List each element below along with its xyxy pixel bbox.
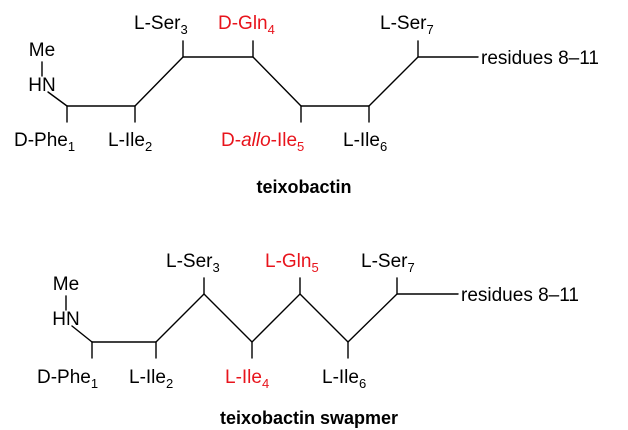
residue-d-gln4: D-Gln4 [218,13,275,37]
residues-8-11-label: residues 8–11 [461,285,579,306]
residue-l-ser3: L-Ser3 [166,251,220,275]
residue-l-gln5: L-Gln5 [265,251,319,275]
swapmer-structure: Me HN D-Phe1 L-Ile2 L-Ser3 L-Ile4 L-Gln5… [37,251,579,428]
residue-l-ser3: L-Ser3 [134,13,188,37]
residue-d-allo-ile5: D-allo-Ile5 [221,130,304,154]
residue-l-ile4: L-Ile4 [225,367,269,391]
nh-label: HN [28,75,55,96]
n-ca-bond [71,325,93,343]
residue-l-ile2: L-Ile2 [129,367,173,391]
methyl-label: Me [29,40,55,61]
residue-l-ile6: L-Ile6 [343,130,387,154]
swapmer-caption: teixobactin swapmer [220,408,398,428]
methyl-label: Me [53,274,79,295]
teixobactin-caption: teixobactin [256,177,351,197]
residues-8-11-label: residues 8–11 [481,48,599,69]
top-backbone [41,40,479,123]
residue-l-ile6: L-Ile6 [322,367,366,391]
residue-l-ser7: L-Ser7 [361,251,415,275]
residue-l-ile2: L-Ile2 [108,130,152,154]
top-chain [66,56,479,107]
residue-d-phe1: D-Phe1 [37,367,98,391]
nh-label: HN [52,309,79,330]
bottom-chain [91,293,459,343]
residue-d-phe1: D-Phe1 [14,130,75,154]
bottom-backbone [65,277,459,359]
teixobactin-structure: Me HN D-Phe1 L-Ile2 L-Ser3 D-Gln4 D-allo… [14,13,599,197]
n-ca-bond [47,91,68,107]
residue-l-ser7: L-Ser7 [380,13,434,37]
